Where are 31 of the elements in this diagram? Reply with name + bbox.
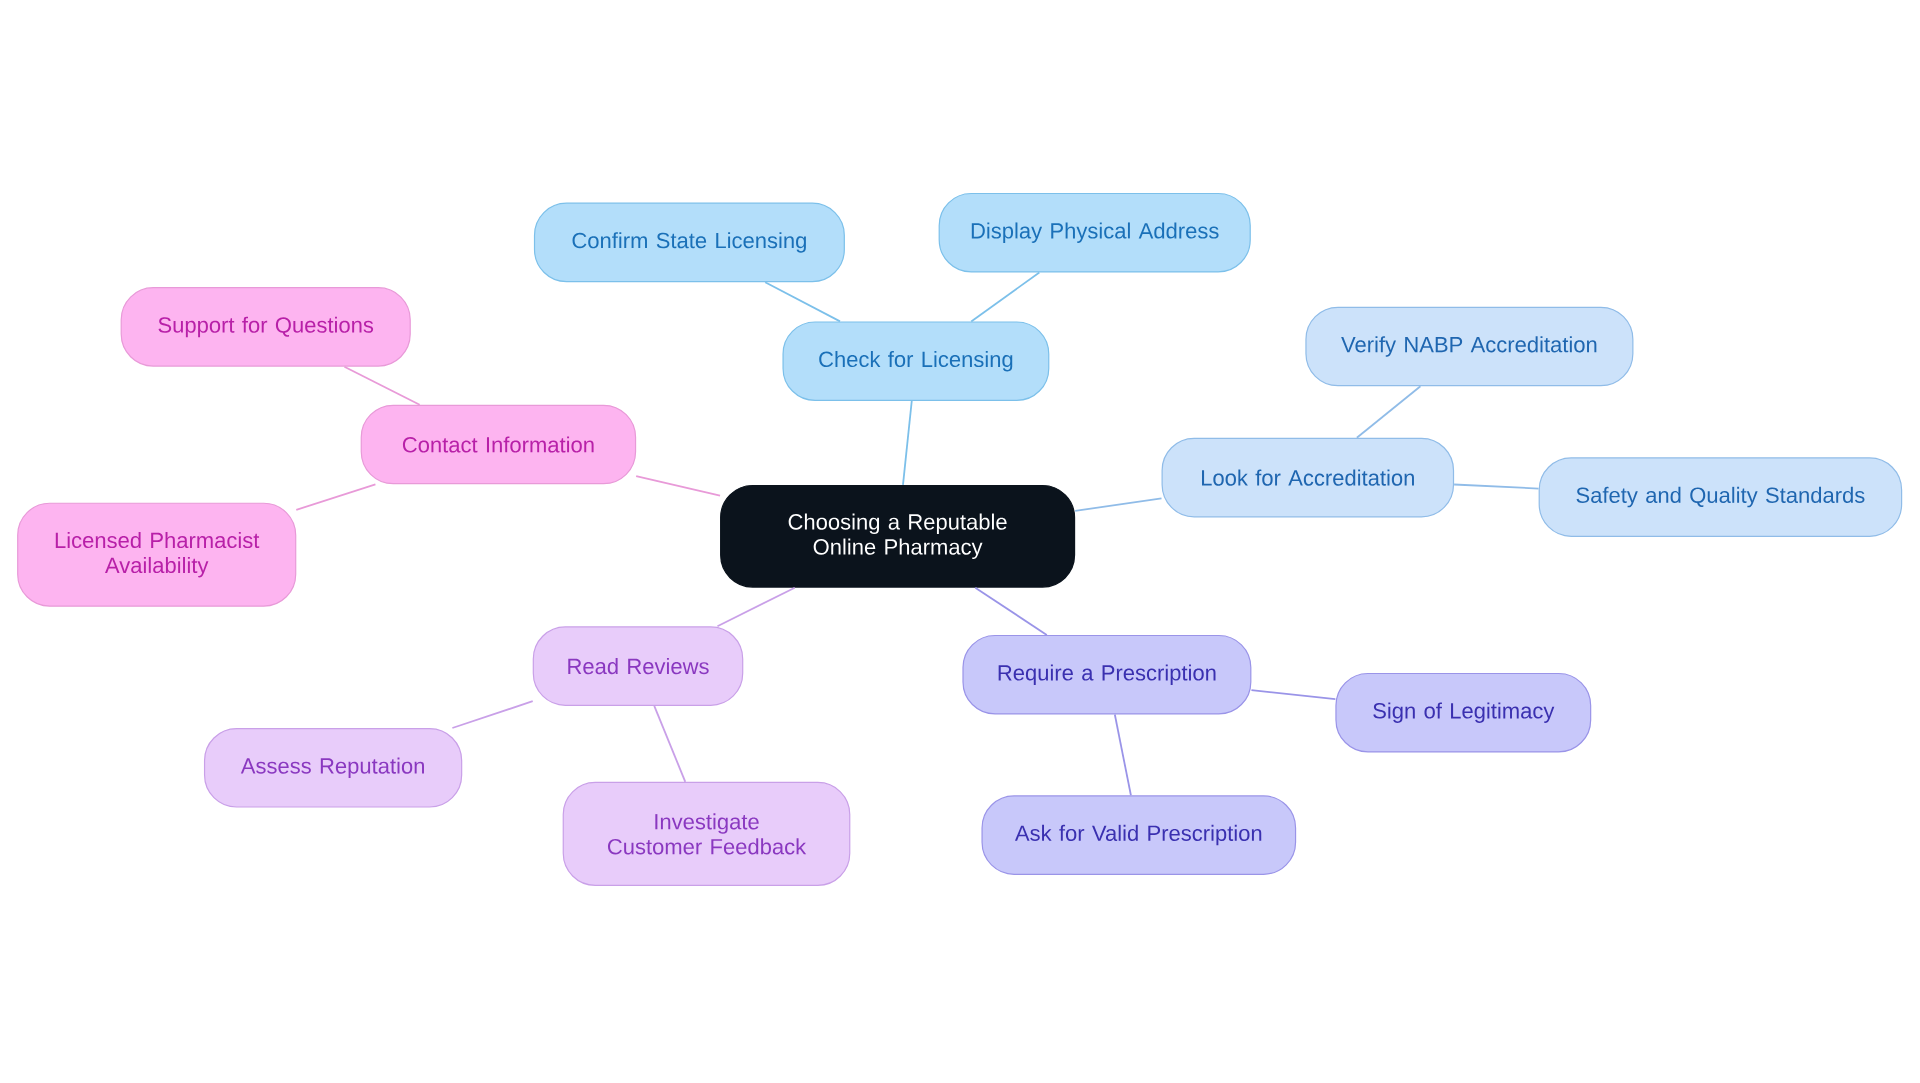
subtopic-box: Safety and Quality Standards bbox=[1538, 457, 1903, 537]
subtopic-box: Require a Prescription bbox=[962, 634, 1252, 715]
subtopic-box: Investigate Customer Feedback bbox=[562, 781, 851, 886]
subtopic-box: Assess Reputation bbox=[203, 728, 463, 808]
connector-line bbox=[970, 271, 1041, 323]
subtopic-box: Sign of Legitimacy bbox=[1335, 672, 1592, 753]
subtopic-box: Look for Accreditation bbox=[1161, 437, 1455, 518]
subtopic-box: Verify NABP Accreditation bbox=[1305, 306, 1634, 387]
subtopic-box: Licensed Pharmacist Availability bbox=[17, 502, 297, 607]
connector-line bbox=[635, 475, 721, 497]
connector-line bbox=[716, 586, 796, 628]
subtopic-box: Display Physical Address bbox=[938, 192, 1251, 273]
connector-line bbox=[1453, 483, 1540, 490]
subtopic-box: Ask for Valid Prescription bbox=[981, 795, 1297, 875]
subtopic-box: Support for Questions bbox=[120, 287, 411, 367]
connector-line bbox=[764, 281, 841, 323]
subtopic-box: Check for Licensing bbox=[782, 321, 1050, 401]
subtopic-box: Contact Information bbox=[360, 404, 637, 485]
connector-line bbox=[295, 483, 377, 511]
connector-line bbox=[1113, 713, 1132, 797]
connector-line bbox=[343, 365, 421, 406]
subtopic-box: Read Reviews bbox=[532, 626, 744, 706]
topic-box: Choosing a Reputable Online Pharmacy bbox=[720, 484, 1076, 588]
connector-line bbox=[653, 705, 687, 783]
connector-line bbox=[1074, 497, 1163, 512]
connector-line bbox=[902, 400, 913, 486]
subtopic-box: Confirm State Licensing bbox=[533, 202, 845, 283]
connector-line bbox=[1250, 689, 1337, 700]
connector-line bbox=[451, 700, 534, 729]
connector-line bbox=[974, 586, 1048, 636]
connector-line bbox=[1355, 385, 1422, 439]
